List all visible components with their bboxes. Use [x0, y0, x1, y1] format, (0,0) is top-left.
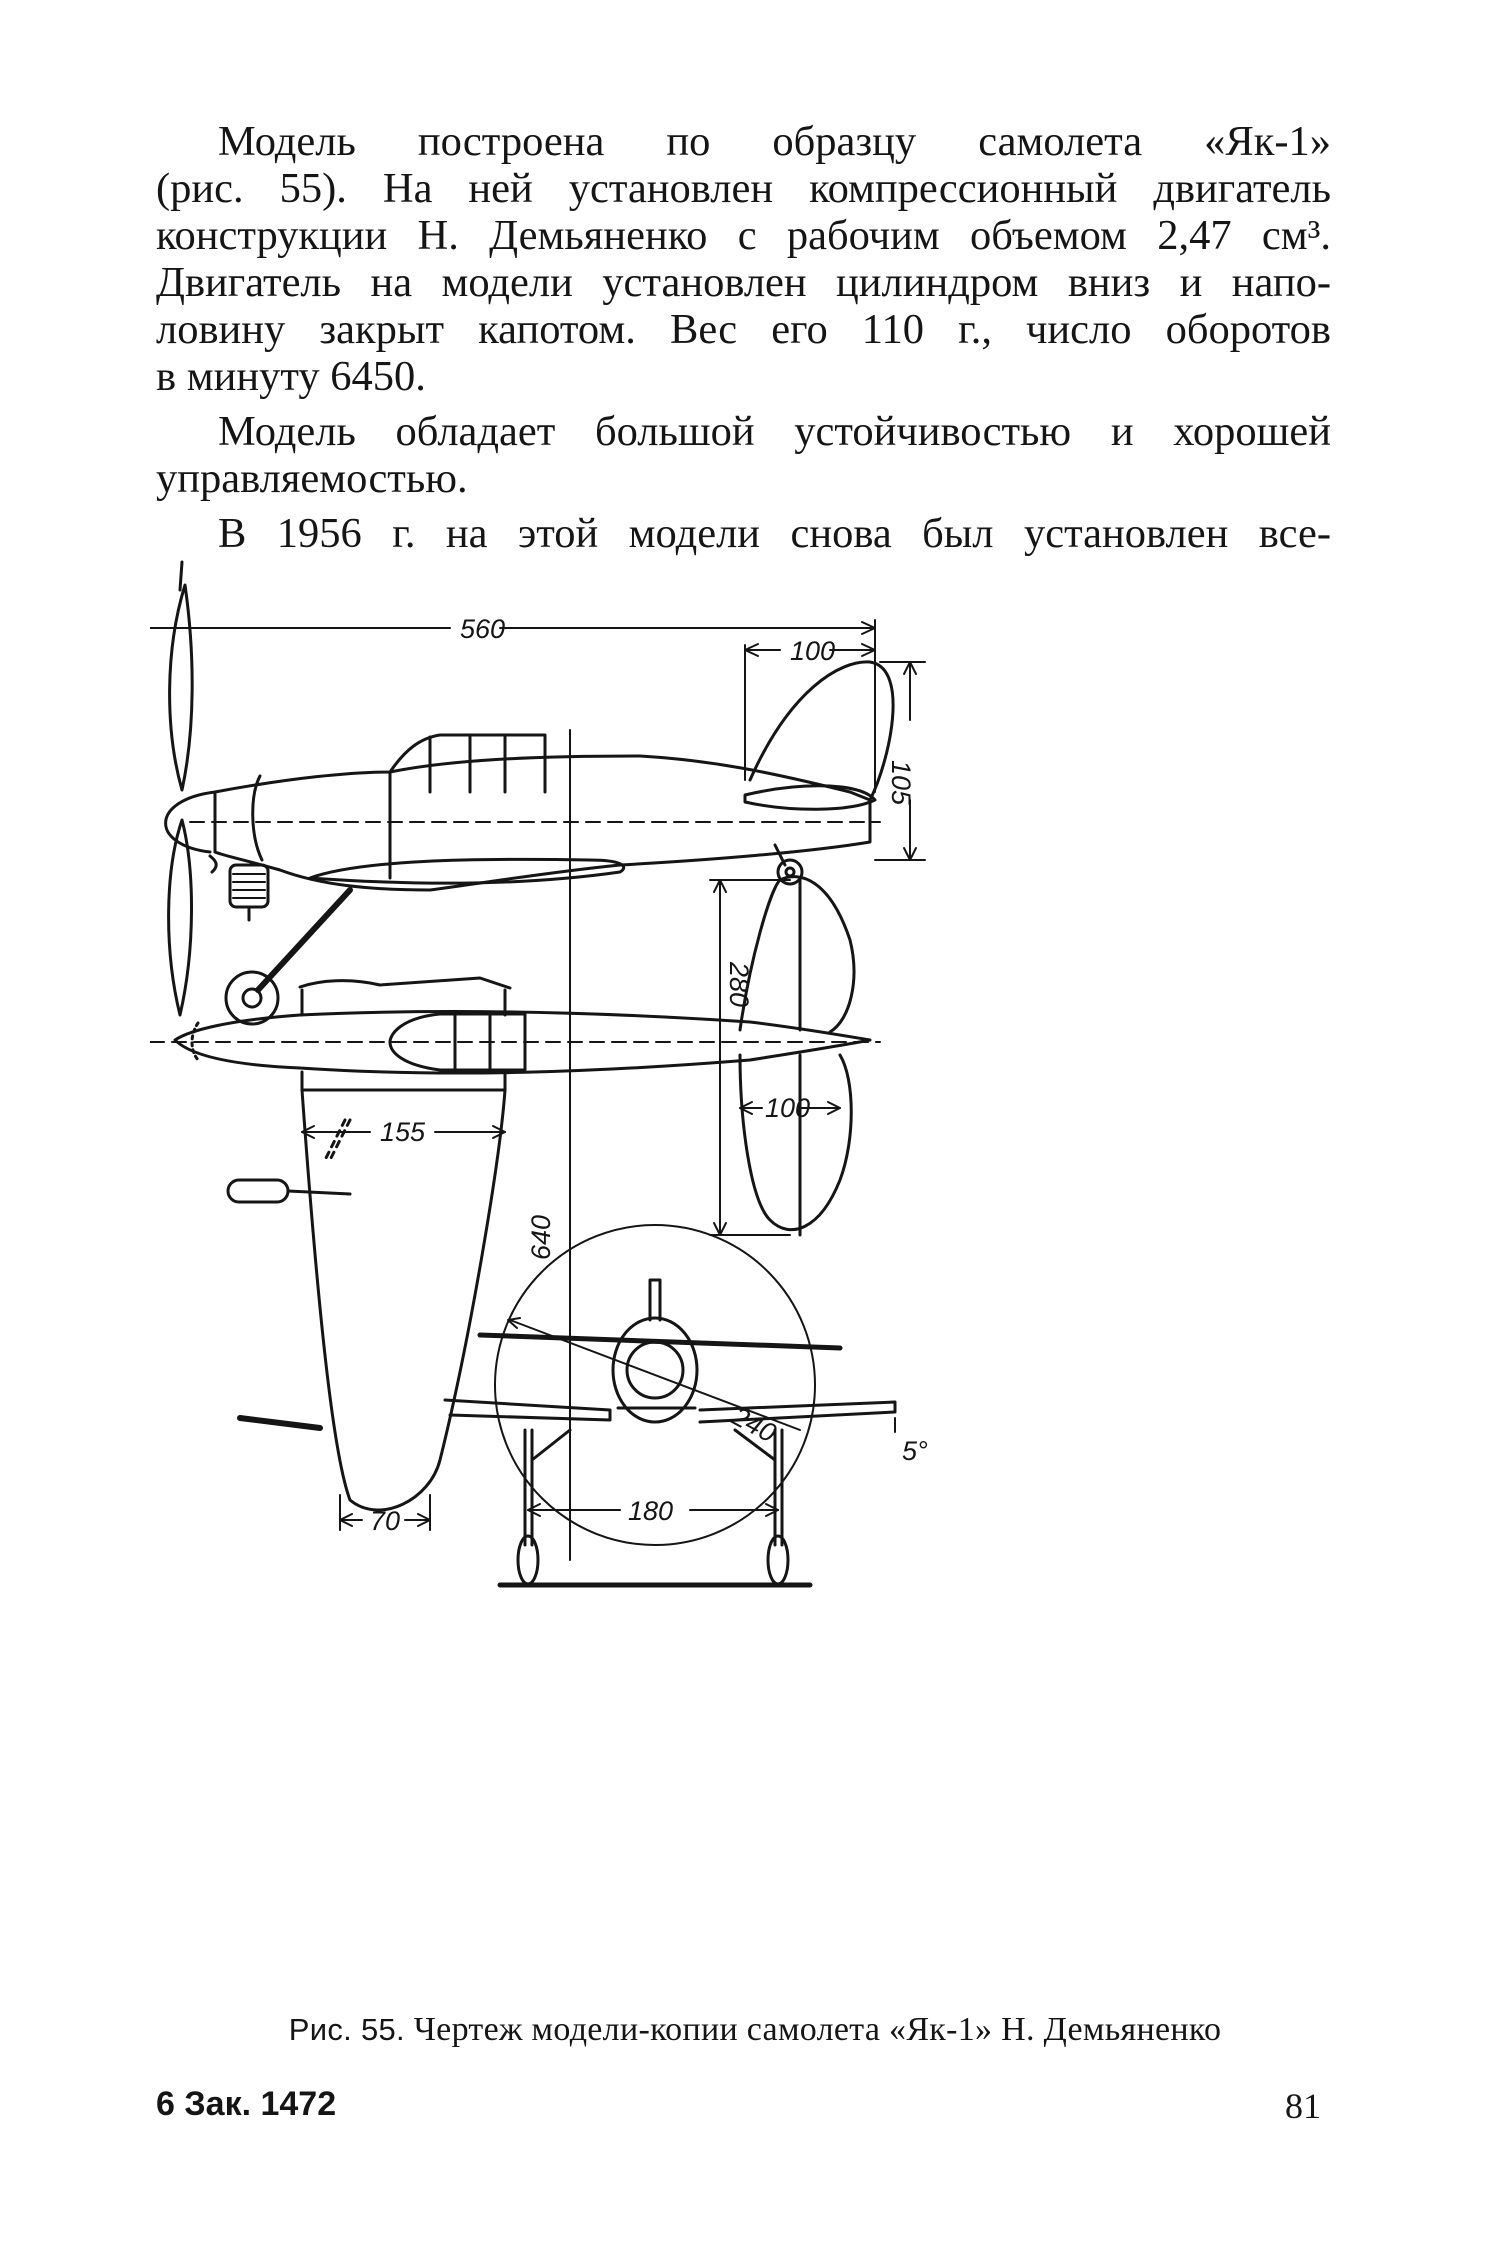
text-line: (рис. 55). На ней установлен компрессион… [156, 165, 1331, 212]
aircraft-drawing-svg: 560 100 105 280 100 640 155 70 240 180 5… [150, 560, 928, 1588]
print-order-mark: 6 Зак. 1472 [156, 2085, 337, 2123]
figure-caption-text: Чертеж модели-копии самолета «Як-1» Н. Д… [413, 2011, 1222, 2048]
text-line: Модель обладает большой устойчивостью и … [218, 408, 1331, 455]
front-view [443, 1224, 897, 1588]
side-view [150, 560, 926, 1026]
text-line: управляемостью. [156, 455, 468, 502]
dim-label-stabilizer-chord: 100 [765, 1093, 810, 1123]
dim-label-fin-height: 105 [886, 760, 916, 806]
dim-label-stabilizer-span: 280 [724, 961, 754, 1007]
paragraph-2: Модель обладает большой устойчивостью и … [156, 408, 1331, 502]
figure-caption: Рис. 55. Чертеж модели-копии самолета «Я… [190, 2010, 1320, 2050]
text-line: ловину закрыт капотом. Вес его 110 г., ч… [156, 306, 1331, 353]
text-line: Двигатель на модели установлен цилиндром… [156, 259, 1331, 306]
dim-label-wing-tip-chord: 70 [370, 1506, 400, 1536]
body-text: Модель построена по образцу самолета «Як… [156, 118, 1331, 565]
dim-label-overall-length: 560 [460, 614, 505, 644]
figure-caption-prefix: Рис. 55. [288, 2012, 405, 2047]
dim-label-wing-span: 640 [526, 1215, 556, 1260]
dim-label-fin-width: 100 [790, 636, 835, 666]
top-view [150, 729, 881, 1561]
aircraft-drawing: 560 100 105 280 100 640 155 70 240 180 5… [150, 560, 1280, 2000]
text-line: в минуту 6450. [156, 353, 426, 400]
text-line: В 1956 г. на этой модели снова был устан… [218, 510, 1331, 557]
paragraph-1: Модель построена по образцу самолета «Як… [156, 118, 1331, 400]
dim-label-wing-root-chord: 155 [380, 1117, 426, 1147]
text-line: Модель построена по образцу самолета «Як… [218, 118, 1331, 165]
paragraph-3: В 1956 г. на этой модели снова был устан… [156, 510, 1331, 557]
page-number: 81 [1285, 2086, 1321, 2126]
text-line: конструкции Н. Демьяненко с рабочим объе… [156, 212, 1331, 259]
dim-label-gear-track: 180 [628, 1496, 673, 1526]
dim-label-dihedral-angle: 5° [902, 1436, 928, 1466]
